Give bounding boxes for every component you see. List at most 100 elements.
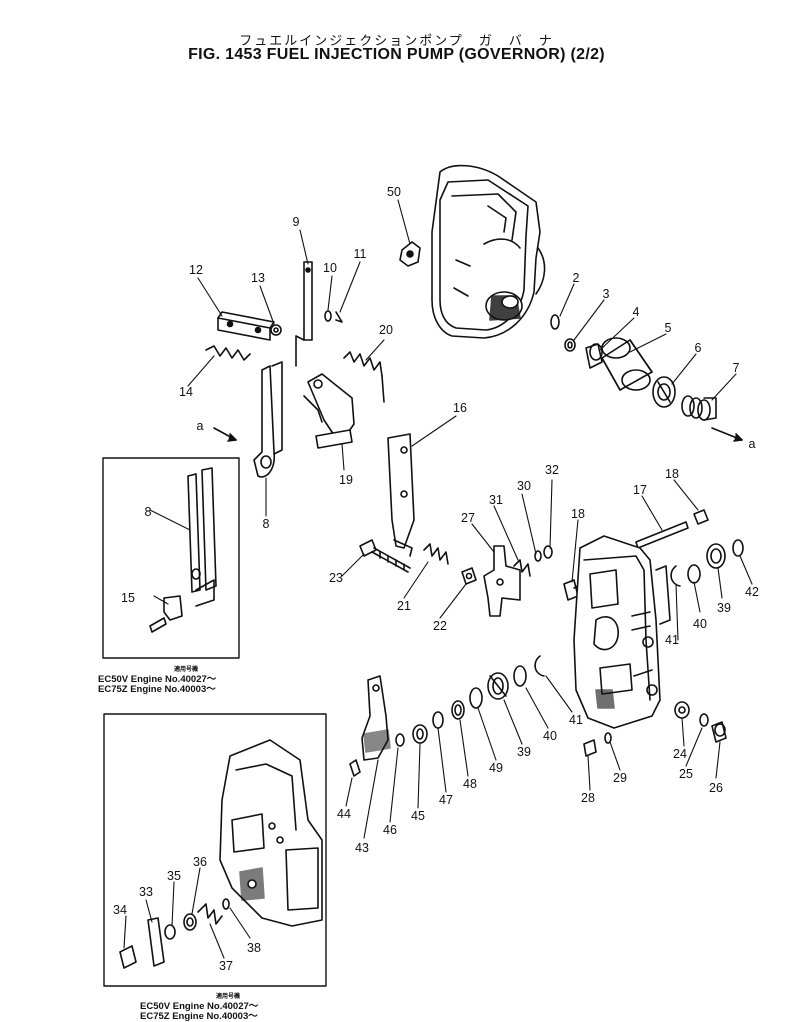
- part-30-ring: [534, 550, 542, 562]
- part-45-bushing: [412, 724, 428, 744]
- title-japanese: フュエルインジェクションポンプ ガ バ ナ: [239, 34, 554, 49]
- callout-39-lower: 39: [517, 745, 531, 759]
- part-16-link: [387, 433, 415, 557]
- view-label-left: a: [197, 419, 204, 433]
- part-41-clip-upper: [670, 565, 681, 587]
- part-39-plug-upper: [706, 543, 726, 569]
- callout-35: 35: [167, 869, 181, 883]
- part-6-bearing: [652, 376, 676, 408]
- callout-41-lower: 41: [569, 713, 583, 727]
- part-9-rod: [295, 261, 313, 367]
- leader-lines: [123, 199, 753, 959]
- part-32-ring: [543, 545, 553, 559]
- governor-cover: [431, 164, 546, 339]
- figure-title: FIG. 1453 FUEL INJECTION PUMP (GOVERNOR)…: [188, 46, 605, 63]
- callout-37: 37: [219, 959, 233, 973]
- inset-upper-part-8: [187, 467, 217, 607]
- callout-43: 43: [355, 841, 369, 855]
- governor-housing: [573, 535, 671, 729]
- callout-4: 4: [633, 305, 640, 319]
- part-26-cap: [711, 721, 727, 743]
- part-40-ring-upper: [687, 564, 701, 584]
- inset-frame-upper: [102, 457, 240, 659]
- callout-38: 38: [247, 941, 261, 955]
- callout-42: 42: [745, 585, 759, 599]
- part-19-arm: [303, 373, 355, 449]
- callout-16: 16: [453, 401, 467, 415]
- part-2-washer: [550, 314, 560, 330]
- callout-50: 50: [387, 185, 401, 199]
- inset-upper-line-1: EC50V Engine No.40027～: [98, 674, 217, 685]
- part-20-spring: [343, 351, 385, 403]
- callout-21: 21: [397, 599, 411, 613]
- part-40-ring-lower: [513, 665, 527, 687]
- callout-14: 14: [179, 385, 193, 399]
- callout-9: 9: [293, 215, 300, 229]
- inset-lower-header: 適用号機: [216, 994, 241, 1000]
- callout-8-main: 8: [263, 517, 270, 531]
- part-22-nut: [461, 567, 477, 585]
- part-5-sleeve: [601, 337, 653, 391]
- inset-lower-line-2: EC75Z Engine No.40003～: [140, 1011, 258, 1022]
- callout-27: 27: [461, 511, 475, 525]
- callout-10: 10: [323, 261, 337, 275]
- callout-47: 47: [439, 793, 453, 807]
- part-44-pin: [349, 759, 361, 777]
- callout-41-upper: 41: [665, 633, 679, 647]
- part-39-plug-lower: [487, 672, 509, 700]
- part-50-knob: [399, 241, 421, 267]
- inset-upper-part-15: [149, 595, 183, 633]
- callout-19: 19: [339, 473, 353, 487]
- callout-29: 29: [613, 771, 627, 785]
- part-13-nut: [270, 324, 282, 336]
- part-41-clip-lower: [534, 655, 545, 677]
- callout-33: 33: [139, 885, 153, 899]
- callout-12: 12: [189, 263, 203, 277]
- inset-lower-part-36: [183, 913, 197, 931]
- callout-15: 15: [121, 591, 135, 605]
- part-17-pin: [635, 521, 689, 549]
- part-43-lever: [361, 675, 391, 761]
- inset-lower-housing: [219, 739, 323, 927]
- callout-20: 20: [379, 323, 393, 337]
- part-42-ring: [732, 539, 744, 557]
- callout-24: 24: [673, 747, 687, 761]
- part-23-bolt: [359, 539, 411, 573]
- callout-45: 45: [411, 809, 425, 823]
- callout-5: 5: [665, 321, 672, 335]
- part-18-bolt-upper: [693, 509, 709, 525]
- part-48-seal: [451, 700, 465, 720]
- callout-13: 13: [251, 271, 265, 285]
- callout-31: 31: [489, 493, 503, 507]
- part-4-bushing: [585, 343, 603, 369]
- part-29-washer: [604, 732, 612, 744]
- callout-8-inset: 8: [145, 505, 152, 519]
- callout-28: 28: [581, 791, 595, 805]
- callout-18-lower: 18: [571, 507, 585, 521]
- callout-44: 44: [337, 807, 351, 821]
- callout-32: 32: [545, 463, 559, 477]
- callout-40-lower: 40: [543, 729, 557, 743]
- inset-upper-line-2: EC75Z Engine No.40003～: [98, 684, 216, 695]
- callout-25: 25: [679, 767, 693, 781]
- inset-lower-line-1: EC50V Engine No.40027～: [140, 1001, 259, 1012]
- inset-upper-applicability: 適用号機 EC50V Engine No.40027～ EC75Z Engine…: [98, 665, 216, 695]
- part-8-lever: [253, 361, 283, 478]
- part-47-ring: [432, 711, 444, 729]
- view-label-right: a: [749, 437, 756, 451]
- callout-18-upper: 18: [665, 467, 679, 481]
- callout-22: 22: [433, 619, 447, 633]
- inset-frame-lower: [103, 713, 327, 987]
- inset-lower-part-33: [147, 917, 165, 967]
- part-11-pin: [335, 311, 343, 323]
- part-12-bracket: [217, 311, 275, 341]
- part-49-ring: [469, 687, 483, 709]
- callout-6: 6: [695, 341, 702, 355]
- part-25-washer: [699, 713, 709, 727]
- callout-46: 46: [383, 823, 397, 837]
- callout-39-upper: 39: [717, 601, 731, 615]
- inset-lower-part-37: [197, 903, 223, 925]
- callout-23: 23: [329, 571, 343, 585]
- callout-48: 48: [463, 777, 477, 791]
